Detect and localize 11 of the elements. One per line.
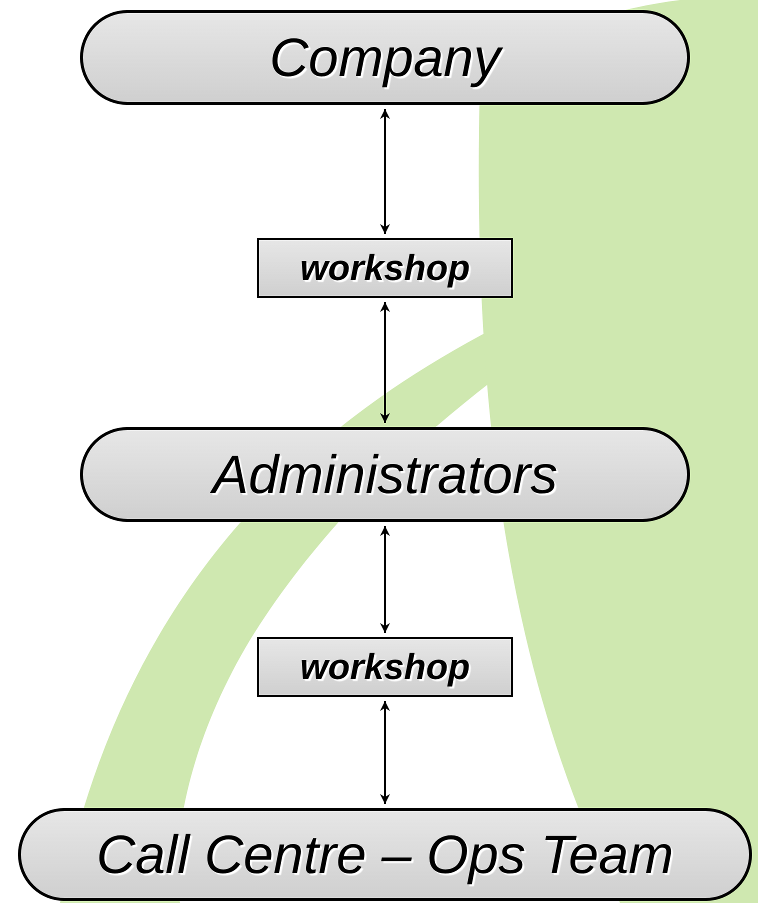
node-label: Administrators	[212, 444, 558, 506]
node-label: Company	[269, 26, 501, 88]
double-arrow	[380, 701, 390, 804]
double-arrow	[380, 526, 390, 633]
process-box	[257, 637, 513, 697]
process-box	[257, 238, 513, 298]
node-label: workshop	[300, 646, 470, 688]
node-label: Call Centre – Ops Team	[96, 824, 674, 886]
double-arrow	[380, 302, 390, 423]
double-arrow	[380, 109, 390, 234]
node-label: workshop	[300, 247, 470, 289]
